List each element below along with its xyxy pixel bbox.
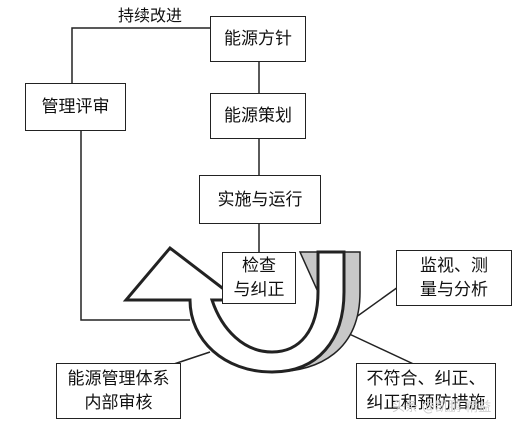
management-review-box: 管理评审 (25, 83, 126, 131)
u-arrow (122, 245, 346, 374)
nonconformity-box: 不符合、纠正、 纠正和预防措施 (356, 363, 496, 419)
check-box: 检查 与纠正 (222, 252, 296, 304)
loop-line (71, 27, 210, 83)
internal-audit-box: 能源管理体系 内部审核 (56, 363, 181, 419)
monitoring-box: 监视、测 量与分析 (396, 250, 512, 306)
energy-policy-box: 能源方针 (210, 16, 306, 62)
continuous-improvement-label: 持续改进 (118, 6, 183, 25)
implementation-box: 实施与运行 (199, 175, 321, 224)
energy-planning-box: 能源策划 (210, 93, 306, 139)
connector-review-audit (80, 131, 190, 321)
watermark-text: 头条 @凯鹏 精益 (392, 400, 492, 415)
